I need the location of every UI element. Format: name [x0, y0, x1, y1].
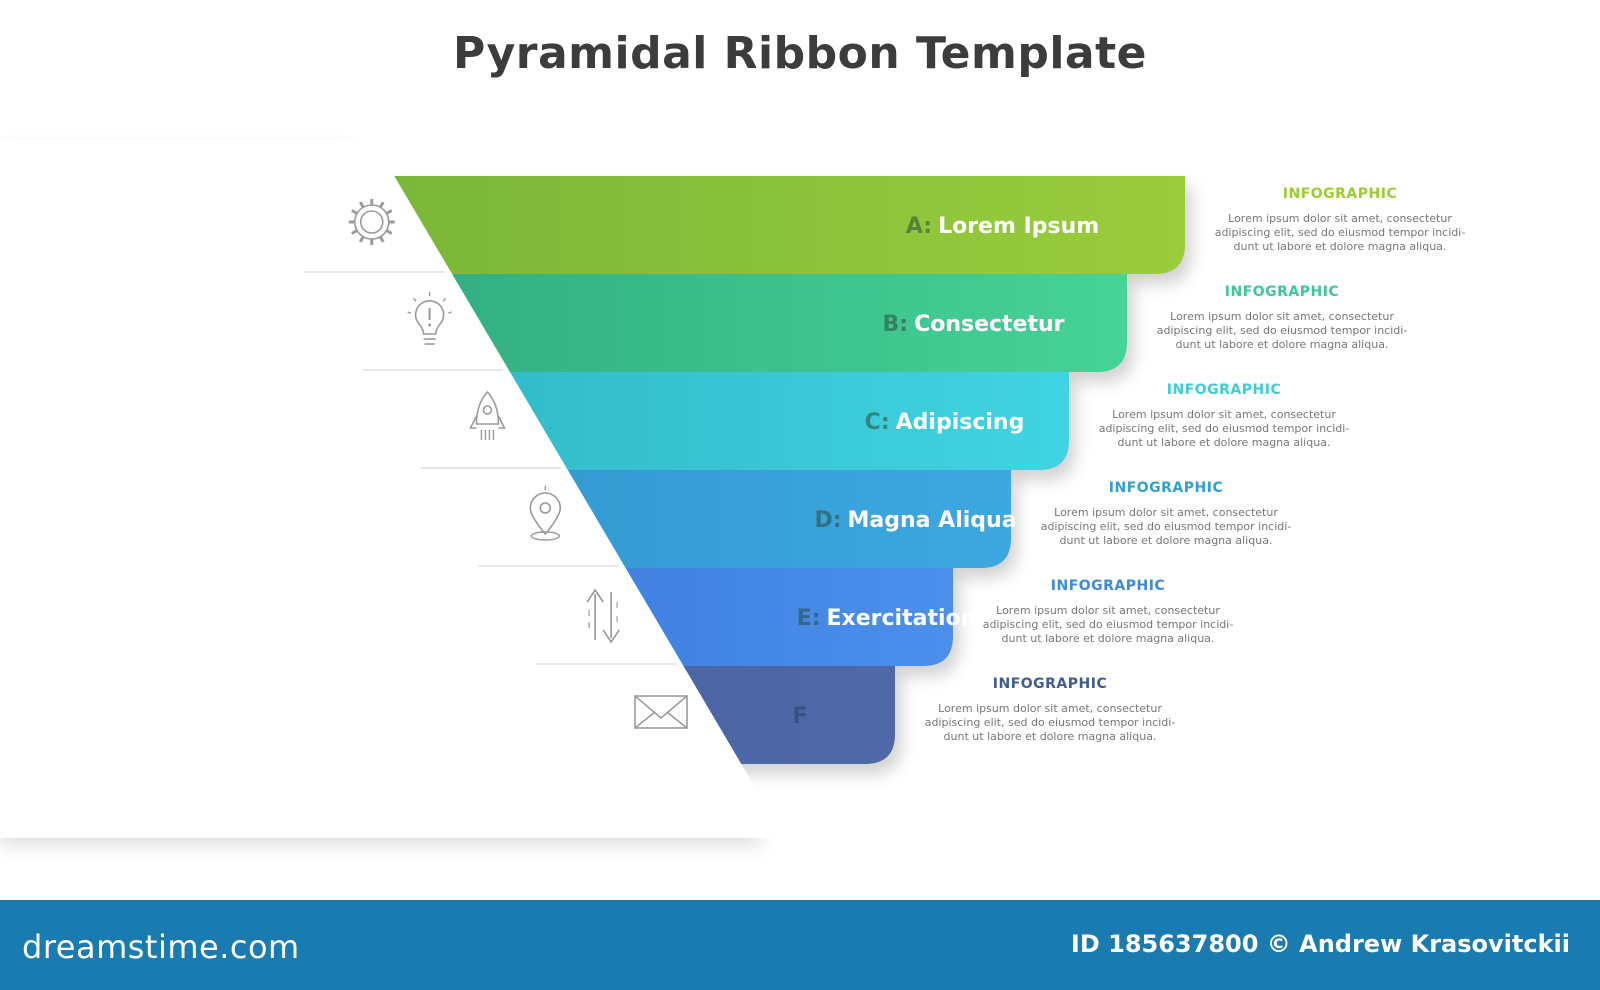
info-text-line: adipiscing elit, sed do eiusmod tempor i… — [925, 716, 1176, 729]
info-block: INFOGRAPHIC Lorem ipsum dolor sit amet, c… — [1099, 382, 1350, 449]
band-label: E:Exercitation — [797, 606, 977, 631]
info-heading: INFOGRAPHIC — [1167, 382, 1281, 398]
info-text-line: dunt ut labore et dolore magna aliqua. — [1234, 240, 1447, 253]
gear-icon — [348, 199, 395, 245]
up-down-arrows-icon — [586, 588, 620, 644]
info-text-line: adipiscing elit, sed do eiusmod tempor i… — [983, 618, 1234, 631]
info-text-line: adipiscing elit, sed do eiusmod tempor i… — [1099, 422, 1350, 435]
band-label: F — [792, 704, 807, 729]
band-letter: D: — [814, 508, 841, 533]
info-block: INFOGRAPHIC Lorem ipsum dolor sit amet, c… — [1041, 480, 1292, 547]
band-letter: C: — [865, 410, 890, 435]
info-text-line: Lorem ipsum dolor sit amet, consectetur — [1112, 408, 1336, 421]
info-text-line: Lorem ipsum dolor sit amet, consectetur — [1170, 310, 1394, 323]
band-label: C:Adipiscing — [865, 410, 1025, 435]
info-text-line: adipiscing elit, sed do eiusmod tempor i… — [1041, 520, 1292, 533]
pyramid-band-2 — [300, 274, 1127, 372]
footer-bar: dreamstime.com ID 185637800 © Andrew Kra… — [0, 900, 1600, 990]
info-heading: INFOGRAPHIC — [1283, 186, 1397, 202]
info-text-line: Lorem ipsum dolor sit amet, consectetur — [996, 604, 1220, 617]
info-text-line: dunt ut labore et dolore magna aliqua. — [1002, 632, 1215, 645]
rocket-icon — [469, 390, 506, 440]
info-text-line: dunt ut labore et dolore magna aliqua. — [1176, 338, 1389, 351]
info-text-line: dunt ut labore et dolore magna aliqua. — [944, 730, 1157, 743]
brand-logo: dreamstime.com — [22, 928, 300, 966]
pyramid-ribbon-diagram: A:Lorem IpsumB:ConsecteturC:AdipiscingD:… — [0, 148, 1466, 846]
band-title: Adipiscing — [896, 410, 1025, 435]
info-text-line: adipiscing elit, sed do eiusmod tempor i… — [1157, 324, 1408, 337]
band-title: Magna Aliqua — [848, 508, 1017, 533]
info-text-line: Lorem ipsum dolor sit amet, consectetur — [1054, 506, 1278, 519]
page-title: Pyramidal Ribbon Template — [453, 28, 1147, 79]
band-letter: F — [792, 704, 807, 729]
band-label: B:Consectetur — [882, 312, 1064, 337]
band-title: Exercitation — [827, 606, 977, 631]
info-heading: INFOGRAPHIC — [1225, 284, 1339, 300]
info-heading: INFOGRAPHIC — [1051, 578, 1165, 594]
band-title: Consectetur — [914, 312, 1065, 337]
info-block: INFOGRAPHIC Lorem ipsum dolor sit amet, c… — [1157, 284, 1408, 351]
band-label: A:Lorem Ipsum — [906, 214, 1099, 239]
info-heading: INFOGRAPHIC — [993, 676, 1107, 692]
lightbulb-icon — [407, 292, 452, 345]
info-block: INFOGRAPHIC Lorem ipsum dolor sit amet, c… — [925, 676, 1176, 743]
info-text-line: Lorem ipsum dolor sit amet, consectetur — [938, 702, 1162, 715]
band-title: Lorem Ipsum — [938, 214, 1099, 239]
info-text-line: dunt ut labore et dolore magna aliqua. — [1118, 436, 1331, 449]
pyramid-band-1 — [300, 176, 1185, 274]
info-block: INFOGRAPHIC Lorem ipsum dolor sit amet, c… — [1215, 186, 1466, 253]
info-heading: INFOGRAPHIC — [1109, 480, 1223, 496]
info-block: INFOGRAPHIC Lorem ipsum dolor sit amet, c… — [983, 578, 1234, 645]
location-pin-icon — [529, 486, 562, 541]
info-text-line: Lorem ipsum dolor sit amet, consectetur — [1228, 212, 1452, 225]
info-text-line: adipiscing elit, sed do eiusmod tempor i… — [1215, 226, 1466, 239]
band-letter: E: — [797, 606, 821, 631]
band-letter: B: — [882, 312, 908, 337]
info-text-line: dunt ut labore et dolore magna aliqua. — [1060, 534, 1273, 547]
image-credit: ID 185637800 © Andrew Krasovitckii — [1070, 930, 1570, 958]
band-label: D: Magna Aliqua — [814, 508, 1016, 533]
band-letter: A: — [906, 214, 932, 239]
envelope-icon — [634, 695, 688, 729]
